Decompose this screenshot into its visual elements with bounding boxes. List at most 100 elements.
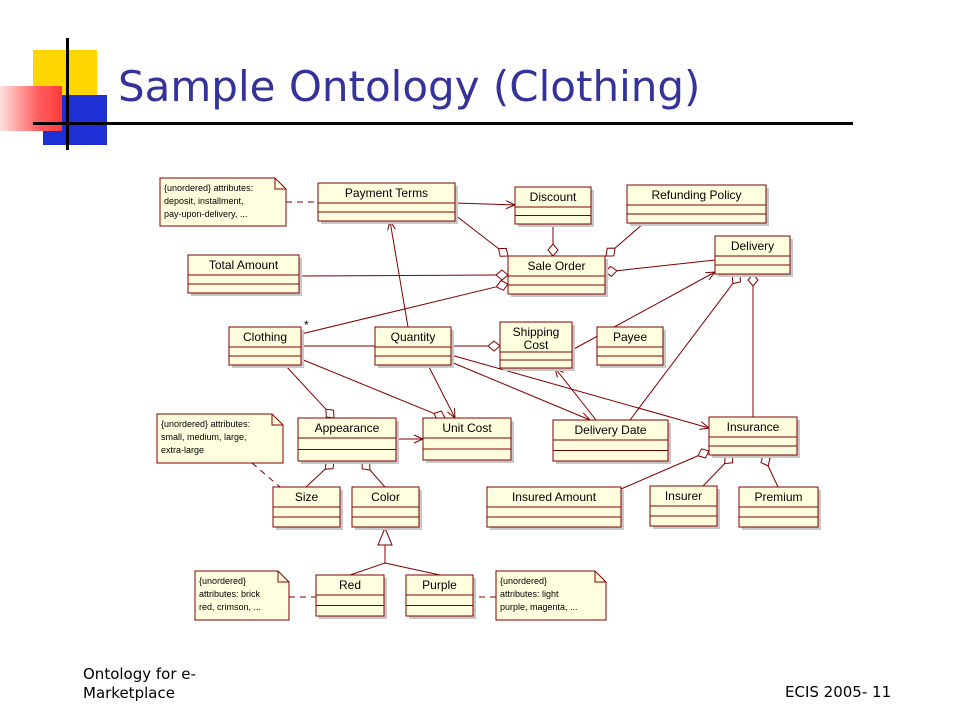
aggregation-diamond [547, 243, 559, 257]
class-box [507, 255, 606, 295]
class-name: Appearance [315, 421, 380, 435]
aggregation-diamond [487, 340, 501, 352]
class-name: Insurer [665, 489, 702, 503]
aggregation-diamond [325, 408, 335, 419]
relation-purple-to-color [384, 562, 441, 576]
class-purple: Purple [405, 574, 476, 619]
relation-refunding-policy-to-sale-order [605, 222, 645, 257]
relation-insurer-to-insurance [702, 454, 734, 487]
class-quantity: Quantity [374, 326, 454, 368]
relation-clothing-to-sale-order [300, 279, 509, 335]
class-color: Color [351, 486, 422, 530]
relation-payment-terms-to-sale-order [454, 214, 509, 257]
decor-vertical-line [66, 38, 69, 150]
note-text: red, crimson, ... [199, 602, 261, 612]
note-text: {unordered} attributes: [161, 419, 250, 429]
note-text: {unordered} attributes: [164, 183, 253, 193]
class-box [297, 417, 397, 462]
class-payee: Payee [596, 326, 666, 368]
generalization-arrow [377, 526, 393, 563]
note-box [194, 570, 290, 621]
generalization-triangle [377, 526, 393, 546]
class-name: Shipping [513, 325, 560, 339]
note-text: deposit, installment, [164, 196, 244, 206]
relation-total-amount-to-sale-order [298, 269, 509, 281]
relation-insurance-to-delivery [747, 273, 759, 417]
footer-left: Ontology for e-Marketplace [83, 665, 196, 702]
class-box [596, 326, 664, 366]
class-sale-order: Sale Order [507, 255, 608, 297]
class-box [514, 186, 592, 225]
note-text: attributes: light [500, 589, 559, 599]
relation-insured-amount-to-insurance [620, 448, 710, 490]
aggregation-diamond [497, 247, 509, 257]
association-arrowhead [705, 271, 717, 281]
class-name: Red [339, 578, 361, 592]
class-name: Delivery Date [574, 423, 646, 437]
relation-delivery-to-sale-order [604, 259, 716, 277]
class-box [228, 326, 302, 366]
note-size-note: {unordered} attributes:small, medium, la… [156, 413, 284, 464]
note-payment-terms-note: {unordered} attributes: deposit, installm… [159, 177, 287, 227]
note-text: extra-large [161, 445, 204, 455]
relation-payment-terms-to-discount [454, 200, 517, 210]
class-size: Size [272, 486, 343, 530]
class-box [626, 184, 767, 224]
relation-discount-to-sale-order [547, 224, 559, 257]
class-box [187, 254, 300, 294]
class-appearance: Appearance [297, 417, 399, 464]
slide-title: Sample Ontology (Clothing) [118, 62, 701, 111]
class-name: Payee [613, 330, 647, 344]
footer-right: ECIS 2005- 11 [785, 683, 892, 701]
class-name: Quantity [391, 330, 436, 344]
class-delivery-date: Delivery Date [552, 419, 671, 464]
relation-quantity-to-unit-cost [427, 364, 456, 420]
relation-size-to-appearance [305, 460, 335, 488]
class-name: Delivery [731, 239, 774, 253]
relation-appearance-to-unit-cost [396, 434, 425, 444]
note-purple-note: {unordered} attributes: light purple, mage… [495, 570, 607, 621]
note-fold [277, 571, 289, 583]
note-box [156, 413, 284, 464]
note-text: pay-upon-delivery, ... [164, 209, 247, 219]
note-fold [271, 414, 283, 426]
class-red: Red [315, 574, 387, 619]
class-box [714, 235, 791, 275]
note-box [495, 570, 607, 621]
note-fold [594, 571, 606, 583]
relation-color-to-appearance [361, 460, 386, 488]
note-text: purple, magenta, ... [500, 602, 578, 612]
relation-clothing-to-appearance [284, 364, 335, 419]
class-name: Total Amount [209, 258, 279, 272]
class-name: Refunding Policy [651, 188, 741, 202]
aggregation-diamond [495, 269, 509, 281]
title-rule [33, 122, 853, 125]
multiplicity-label: * [304, 318, 309, 332]
class-box [317, 182, 456, 222]
relation-premium-to-insurance [760, 454, 779, 488]
class-discount: Discount [514, 186, 594, 227]
class-name: Discount [530, 190, 577, 204]
note-text: attributes: brick [199, 589, 261, 599]
class-payment-terms: Payment Terms [317, 182, 458, 224]
aggregation-diamond [697, 448, 710, 459]
class-refunding-policy: Refunding Policy [626, 184, 769, 226]
class-premium: Premium [738, 486, 821, 530]
class-name: Payment Terms [345, 186, 428, 200]
class-total-amount: Total Amount [187, 254, 302, 296]
relation-size-note-to-size [251, 462, 281, 488]
class-name: Size [295, 490, 319, 504]
class-name: Sale Order [527, 259, 585, 273]
note-fold [274, 178, 286, 190]
class-name: Premium [754, 490, 802, 504]
class-name: Unit Cost [442, 421, 492, 435]
aggregation-diamond [495, 279, 509, 291]
aggregation-diamond [605, 247, 616, 257]
note-text: {unordered} [500, 576, 547, 586]
note-box [159, 177, 287, 227]
class-unit-cost: Unit Cost [422, 417, 514, 463]
class-insured-amount: Insured Amount [486, 486, 624, 530]
